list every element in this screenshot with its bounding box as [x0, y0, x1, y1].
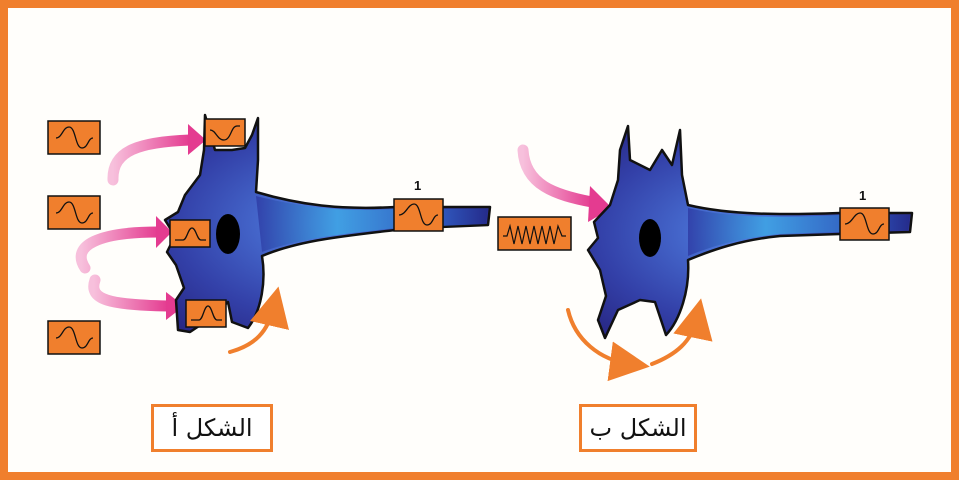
orange-flow-arrow: [566, 308, 650, 382]
orange-flow-arrow: [650, 298, 713, 366]
pink-input-arrow: [88, 274, 184, 320]
synapse-signal-box: [185, 299, 227, 328]
figure-b: 1: [497, 124, 914, 382]
input-signal-box: [47, 195, 101, 230]
caption-figure-b: الشكل ب: [579, 404, 697, 452]
signal-wave-icon: [55, 201, 94, 224]
pink-input-arrow: [107, 124, 206, 186]
signal-wave-icon: [398, 203, 439, 226]
signal-wave-icon: [55, 326, 94, 349]
burst-signal-icon: [503, 223, 566, 245]
signal-wave-icon: [844, 212, 885, 235]
axon-a-number: 1: [414, 178, 421, 193]
orange-flow-arrow: [228, 286, 289, 354]
synapse-signal-box: [204, 118, 246, 147]
axon-b-number: 1: [859, 188, 866, 203]
output-signal-box: [393, 198, 444, 232]
burst-signal-box: [497, 216, 572, 251]
figure-a: 1: [47, 113, 492, 355]
signal-wave-icon: [191, 305, 222, 321]
signal-wave-icon: [55, 126, 94, 149]
synapse-signal-box: [169, 219, 211, 248]
nucleus-a: [216, 214, 240, 254]
input-signal-box: [47, 320, 101, 355]
pink-input-arrow: [517, 144, 612, 222]
pink-input-arrow: [75, 216, 172, 274]
signal-wave-icon: [209, 125, 240, 141]
input-signal-box: [47, 120, 101, 155]
nucleus-b: [639, 219, 661, 257]
caption-figure-a: الشكل أ: [151, 404, 273, 452]
output-signal-box: [839, 207, 890, 241]
signal-wave-icon: [175, 227, 206, 241]
